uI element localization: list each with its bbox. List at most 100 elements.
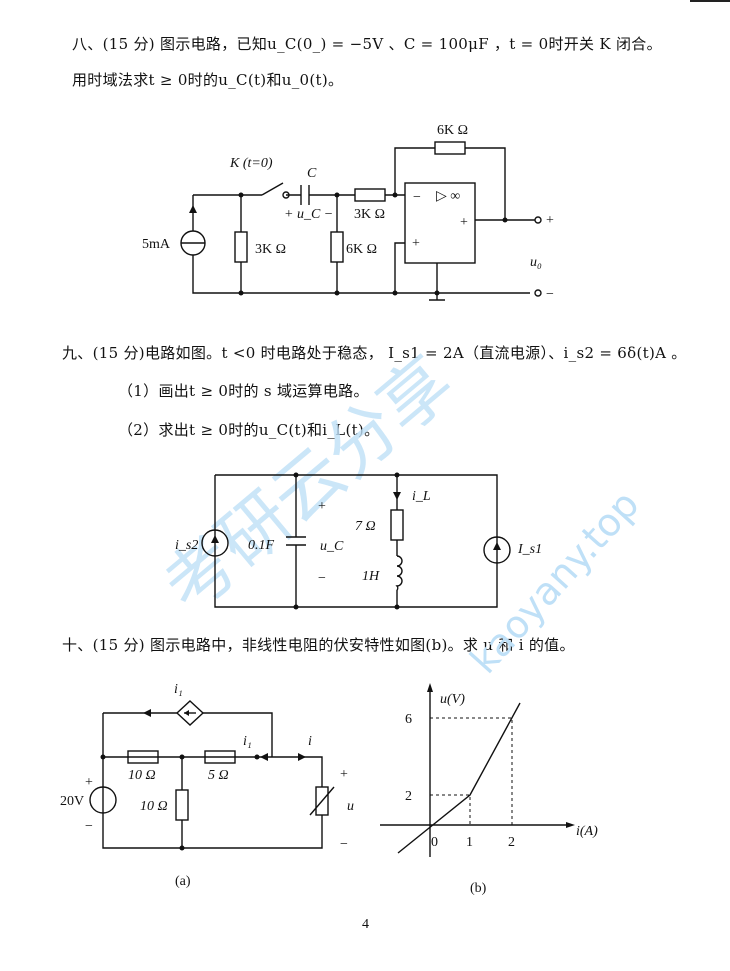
circuit-element [309, 786, 335, 816]
circuit-q9: i_s2 0.1F + u_C − i_L 7 Ω 1H I_s1 [175, 472, 542, 610]
r3-label: 3K Ω [354, 207, 385, 222]
q10-line1: 十、(15 分) 图示电路中，非线性电阻的伏安特性如图(b)。求 u 和 i 的… [62, 636, 575, 654]
circuit-element [298, 753, 306, 761]
x-tick-1: 1 [466, 835, 473, 850]
circuit-q10a: i₁ i₁ i 10 Ω 5 Ω 10 Ω 20V + − + u − (a) [60, 682, 354, 889]
circuit-element [100, 754, 106, 760]
circuit-element [143, 709, 151, 717]
circuit-element [392, 192, 398, 198]
circuit-q8: K (t=0) C + u_C − 5mA 3K Ω 6K Ω 3K Ω 6K … [142, 123, 554, 302]
u-label: u [347, 799, 354, 814]
top-rule [690, 0, 730, 2]
opamp-plus: + [412, 236, 420, 251]
q8-line2: 用时域法求t ≥ 0时的u_C(t)和u_0(t)。 [72, 71, 344, 89]
rf-label: 6K Ω [437, 123, 468, 138]
resistor-10-a [127, 750, 159, 764]
resistor-6k-feedback [434, 141, 466, 155]
iv-curve-line [397, 702, 521, 854]
circuit-element [502, 217, 508, 223]
q9-item2: （2）求出t ≥ 0时的u_C(t)和i_L(t)。 [118, 421, 380, 439]
circuit-element [179, 754, 185, 760]
uo-label: u₀ [530, 255, 542, 270]
dashed-guides [430, 717, 513, 825]
q8-line1: 八、(15 分) 图示电路，已知u_C(0_) = −5V 、C = 100μF… [72, 35, 662, 53]
circuit-element [238, 290, 244, 296]
y-tick-6: 6 [405, 712, 412, 727]
src-plus: + [85, 775, 93, 790]
minus-label: − [318, 571, 326, 586]
page-number: 4 [362, 917, 369, 932]
r2-label: 6K Ω [346, 242, 377, 257]
q9-item1: （1）画出t ≥ 0时的 s 域运算电路。 [118, 382, 369, 400]
resistor-10-b [175, 789, 189, 821]
is2-label: i_s2 [175, 538, 198, 553]
is1-label: I_s1 [517, 542, 542, 557]
circuit-element [427, 683, 433, 692]
nonlinear-resistor [315, 786, 329, 816]
circuit-element [184, 710, 189, 716]
source-label: 20V [60, 794, 84, 809]
capacitor-c [300, 185, 310, 205]
l-label: 1H [362, 569, 380, 584]
resistor-6k-shunt [330, 231, 344, 263]
source-label: 5mA [142, 237, 171, 252]
circuit-element [214, 474, 498, 608]
circuit-element [334, 290, 340, 296]
i1-mid-label: i₁ [243, 734, 252, 749]
i1-top-label: i₁ [174, 682, 183, 697]
circuit-element [240, 195, 338, 293]
origin-label: 0 [431, 835, 438, 850]
circuit-element [254, 754, 260, 760]
circuit-element [179, 845, 185, 851]
circuit-element [334, 192, 340, 198]
opamp-symbol: ▷ ∞ [436, 189, 460, 204]
caption-b: (b) [470, 881, 487, 896]
r-label: 7 Ω [355, 519, 376, 534]
resistor-7 [390, 509, 404, 541]
inductor-1h [395, 555, 403, 591]
il-label: i_L [412, 489, 431, 504]
cap-label: 0.1F [248, 538, 275, 553]
circuit-element [392, 290, 398, 296]
circuit-element [394, 604, 400, 610]
cap-voltage-label: + u_C − [284, 207, 333, 222]
u-minus: − [340, 837, 348, 852]
r1-label: 3K Ω [255, 242, 286, 257]
circuit-element [394, 147, 535, 221]
u-plus: + [340, 767, 348, 782]
opamp-minus: − [413, 190, 421, 205]
resistor-3k-series [354, 188, 386, 202]
i-label: i [308, 734, 312, 749]
opamp-out-plus: + [460, 215, 468, 230]
arrow-down-icon [393, 492, 401, 500]
circuit-element [102, 712, 323, 849]
capacitor-0.1f [286, 475, 306, 607]
output-terminal-plus [534, 216, 542, 224]
circuit-element [434, 290, 440, 296]
caption-a: (a) [175, 874, 191, 889]
src-minus: − [85, 819, 93, 834]
circuit-element [293, 604, 299, 610]
dependent-current-source [175, 700, 205, 726]
circuit-element [238, 192, 244, 198]
resistor-5 [204, 750, 236, 764]
y-label: u(V) [440, 692, 465, 707]
iv-curve-q10b: u(V) i(A) 0 1 2 2 6 (b) [380, 683, 598, 896]
circuit-element [493, 542, 501, 550]
switch-label: K (t=0) [229, 156, 273, 171]
circuit-element [394, 472, 400, 478]
resistor-3k-shunt [234, 231, 248, 263]
out-minus: − [546, 287, 554, 302]
circuit-element [282, 191, 290, 199]
plus-label: + [318, 499, 326, 514]
circuit-element [293, 472, 299, 478]
arrow-up-icon [189, 205, 197, 213]
uc-label: u_C [320, 539, 344, 554]
cap-label: C [307, 166, 317, 181]
circuit-element [260, 753, 268, 761]
r2-label: 5 Ω [208, 768, 229, 783]
y-tick-2: 2 [405, 789, 412, 804]
output-terminal-minus [534, 289, 542, 297]
out-plus: + [546, 213, 554, 228]
